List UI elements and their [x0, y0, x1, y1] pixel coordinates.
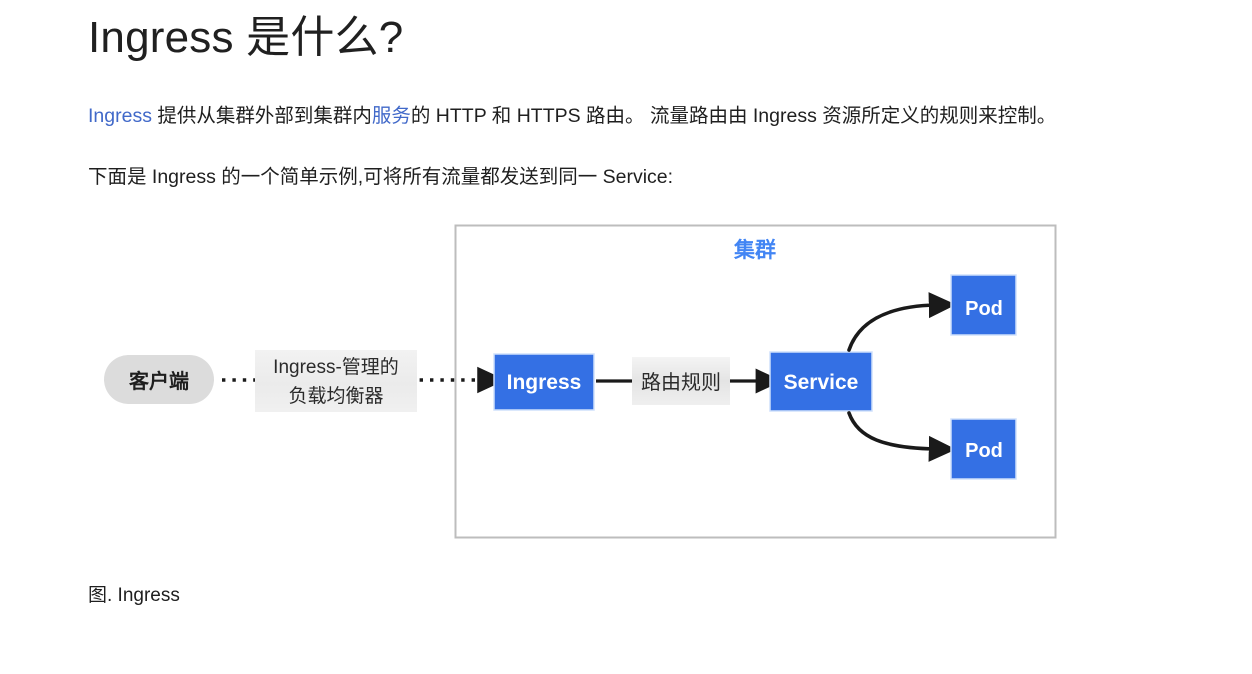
lb-label-line2: 负载均衡器 — [288, 385, 383, 407]
service-to-pod-bottom-connector — [847, 410, 957, 462]
ingress-figure: 集群 客户端 Ingress-管理的 负载均衡器 Ingress 路由规则 Se… — [88, 224, 1188, 606]
routing-rule-label: 路由规则 — [641, 371, 721, 394]
example-paragraph: 下面是 Ingress 的一个简单示例,可将所有流量都发送到同一 Service… — [88, 165, 674, 188]
service-node-label: Service — [784, 371, 859, 394]
pod-bottom-label: Pod — [965, 440, 1003, 462]
ingress-node-label: Ingress — [507, 371, 582, 394]
cluster-label: 集群 — [733, 238, 776, 262]
figure-caption: 图. Ingress — [88, 584, 180, 606]
intro-paragraph: Ingress 提供从集群外部到集群内服务的 HTTP 和 HTTPS 路由。 … — [88, 98, 1063, 135]
pod-top-label: Pod — [965, 298, 1003, 320]
pod-top-node — [950, 274, 1017, 336]
intro-segment-1: 提供从集群外部到集群内 — [151, 104, 372, 127]
ingress-link[interactable]: Ingress — [88, 104, 152, 127]
service-node — [769, 351, 873, 412]
service-to-pod-top-connector — [847, 291, 957, 352]
ingress-diagram: 集群 客户端 Ingress-管理的 负载均衡器 Ingress 路由规则 Se… — [104, 224, 1057, 539]
pod-bottom-node — [950, 418, 1017, 480]
client-label: 客户端 — [128, 369, 189, 393]
routing-rule-label-background — [632, 356, 730, 405]
service-link[interactable]: 服务 — [371, 104, 411, 127]
intro-segment-2: 的 HTTP 和 HTTPS 路由。 流量路由由 Ingress 资源所定义的规… — [410, 104, 1057, 127]
client-node — [104, 354, 214, 404]
lb-label-line1: Ingress-管理的 — [273, 356, 399, 378]
page-title: Ingress 是什么? — [88, 13, 404, 62]
document-content: Ingress 是什么? Ingress 提供从集群外部到集群内服务的 HTTP… — [88, 0, 1188, 606]
lb-label-background — [255, 349, 417, 412]
ingress-node — [493, 353, 595, 411]
